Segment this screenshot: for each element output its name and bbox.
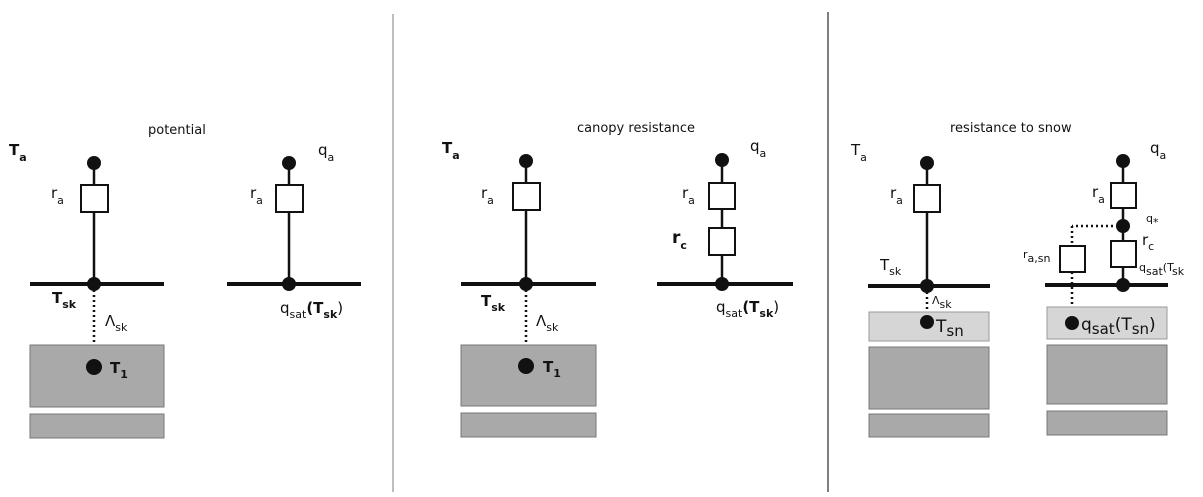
panel-potential: potential Ta ra Tsk Λsk T1 qa ra qsat(Ts… [9, 123, 361, 439]
canopy-resistance-label: rc [1142, 231, 1154, 253]
soil-layer-1 [1046, 344, 1168, 405]
aerodynamic-resistance-label: ra [1092, 183, 1105, 206]
soil-layer-1 [868, 346, 990, 410]
soil-node [86, 359, 102, 375]
snow-temperature-label: Tsn [935, 317, 964, 340]
soil-node [518, 358, 534, 374]
canopy-resistance-label: rc [672, 228, 687, 252]
skin-node [519, 277, 533, 291]
soil-layer-1 [29, 344, 165, 408]
saturation-humidity-label: qsat(Tsk [1139, 261, 1185, 278]
panel-resistance-to-snow: resistance to snow Ta ra Tsk Λsk Tsn qa … [850, 121, 1185, 438]
air-temperature-label: Ta [850, 141, 867, 164]
skin-node [87, 277, 101, 291]
skin-conductivity-label: Λsk [536, 312, 559, 334]
aerodynamic-resistance-box [80, 184, 109, 213]
air-humidity-label: qa [750, 137, 766, 160]
panel-title: potential [148, 123, 206, 138]
skin-node [715, 277, 729, 291]
snow-resistance-label: ra,sn [1023, 248, 1050, 265]
air-temperature-label: Ta [442, 139, 460, 162]
aerodynamic-resistance-label: ra [682, 184, 695, 207]
skin-node [282, 277, 296, 291]
skin-conductivity-label: Λsk [932, 294, 952, 311]
air-humidity-label: qa [1150, 139, 1166, 162]
air-temperature-label: Ta [9, 141, 27, 164]
soil-layer-2 [460, 412, 597, 438]
aerodynamic-resistance-box [512, 182, 541, 211]
skin-temperature-label: Tsk [879, 256, 902, 278]
skin-node [920, 279, 934, 293]
soil-layer-1 [460, 344, 597, 407]
skin-temperature-label: Tsk [481, 292, 506, 314]
aerodynamic-resistance-label: ra [481, 184, 494, 207]
canopy-resistance-box [1110, 240, 1137, 268]
canopy-resistance-box [708, 227, 736, 256]
panel-title: canopy resistance [577, 121, 695, 136]
panel-canopy-resistance: canopy resistance Ta ra Tsk Λsk T1 qa ra… [442, 121, 793, 438]
aerodynamic-resistance-box [275, 184, 304, 213]
aerodynamic-resistance-box [708, 182, 736, 210]
saturation-humidity-label: qsat(Tsk) [280, 299, 343, 321]
skin-node [1116, 278, 1130, 292]
skin-temperature-label: Tsk [52, 289, 77, 311]
soil-layer-2 [1046, 410, 1168, 436]
aerodynamic-resistance-box [913, 184, 941, 213]
saturation-humidity-label: qsat(Tsk) [716, 298, 779, 320]
aerodynamic-resistance-box [1110, 182, 1137, 209]
snow-node [920, 315, 934, 329]
aerodynamic-resistance-label: ra [51, 184, 64, 207]
soil-temperature-label: T1 [110, 359, 128, 381]
soil-layer-2 [868, 413, 990, 438]
air-humidity-label: qa [318, 141, 334, 164]
snow-resistance-box [1059, 245, 1086, 273]
aerodynamic-resistance-label: ra [890, 184, 903, 207]
snow-surface-node [1065, 316, 1079, 330]
aerodynamic-resistance-label: ra [250, 184, 263, 207]
soil-layer-2 [29, 413, 165, 439]
snow-saturation-label: qsat(Tsn) [1081, 315, 1156, 338]
panel-title: resistance to snow [950, 121, 1072, 136]
canopy-air-humidity-label: q* [1146, 212, 1159, 229]
soil-temperature-label: T1 [543, 358, 561, 380]
skin-conductivity-label: Λsk [105, 312, 128, 334]
